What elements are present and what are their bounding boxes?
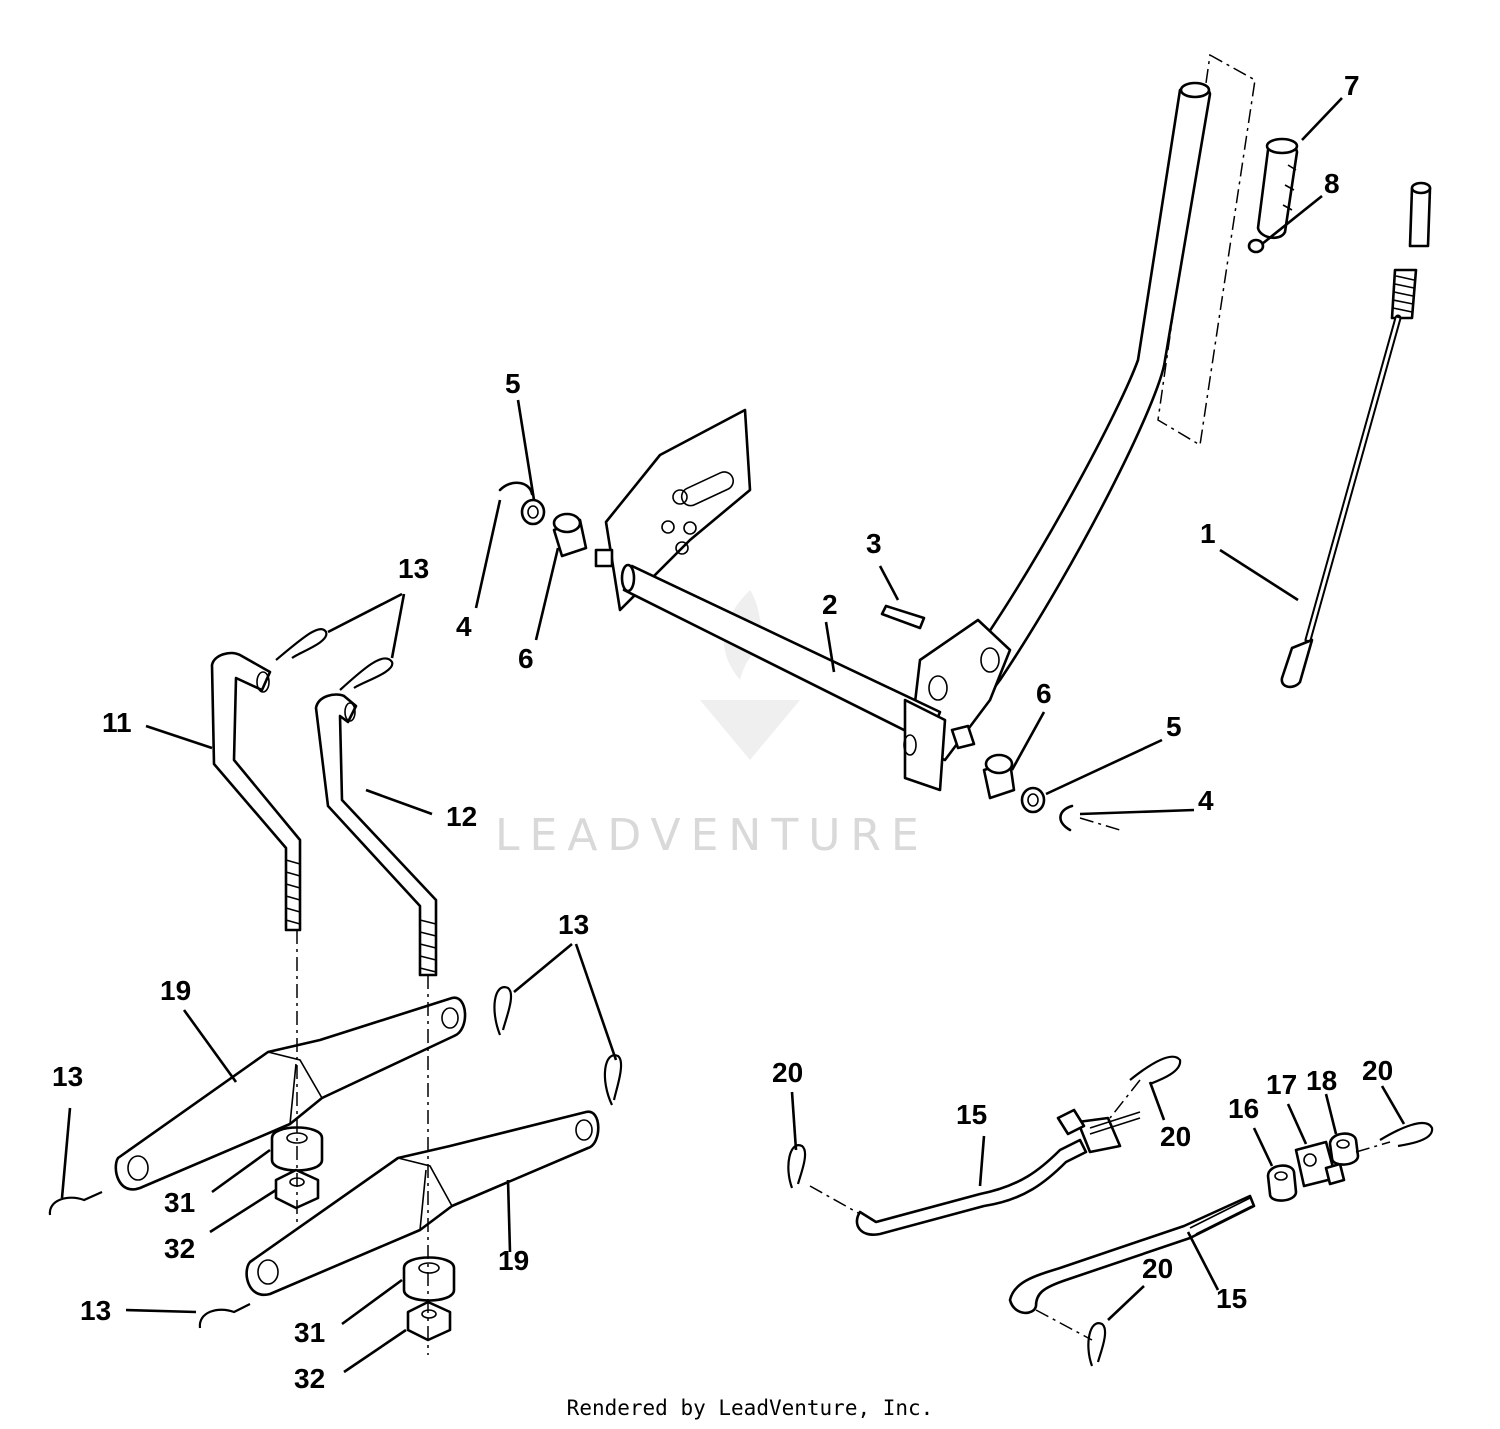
dash-axis-rod-upper-end [1109,1079,1141,1119]
part-cable-1 [1280,181,1432,689]
dash-axis-right [1079,817,1121,831]
callout-4-right: 4 [1198,785,1214,816]
callout-19-lower: 19 [498,1245,529,1276]
callout-8: 8 [1324,168,1340,199]
callout-3: 3 [866,528,882,559]
part-hairpins-20 [787,1055,1434,1367]
callout-17: 17 [1266,1069,1297,1100]
dash-axis-rod-lower-end [1355,1141,1391,1153]
callout-32-lower: 32 [294,1363,325,1394]
part-lift-link-12 [314,693,438,977]
callout-13-top: 13 [398,553,429,584]
watermark-text: LEADVENTURE [495,810,929,861]
part-nut-16 [1266,1164,1298,1202]
callout-20-upper: 20 [1160,1121,1191,1152]
callout-12: 12 [446,801,477,832]
callout-7: 7 [1344,70,1360,101]
part-nut-32-lower [406,1300,452,1342]
part-lift-arm-19-upper [114,996,467,1191]
part-spacer-31-lower [402,1256,456,1302]
part-shaft-2 [594,408,976,792]
part-block-17 [1294,1140,1346,1188]
part-lift-link-11 [210,651,302,932]
part-rod-15-upper [855,1108,1141,1236]
callout-32-upper: 32 [164,1233,195,1264]
callout-6-right: 6 [1036,678,1052,709]
part-ferrule-8 [1247,238,1265,254]
dash-axis-rod-lower [1035,1309,1093,1341]
callout-20-left: 20 [772,1057,803,1088]
callout-labels: 7 8 1 3 2 5 4 6 6 5 4 13 11 12 13 19 13 … [52,70,1393,1394]
callout-13-left: 13 [52,1061,83,1092]
callout-31-lower: 31 [294,1317,325,1348]
callout-13-mid: 13 [558,909,589,940]
leader-lines [60,97,1406,1374]
callout-6-left: 6 [518,643,534,674]
dashed-outline [1157,53,1256,447]
callout-4-left: 4 [456,611,472,642]
callout-11: 11 [102,707,132,738]
callout-2: 2 [822,589,838,620]
part-nut-18 [1328,1132,1360,1166]
part-rod-15-lower [1008,1194,1256,1315]
callout-20-right: 20 [1362,1055,1393,1086]
callout-5-right: 5 [1166,711,1182,742]
callout-15-lower: 15 [1216,1283,1247,1314]
callout-13-bottom: 13 [80,1295,111,1326]
part-lever-arm [906,81,1212,762]
callout-1: 1 [1200,518,1216,549]
dash-axis-rod-upper [809,1185,861,1215]
part-grip-7 [1256,137,1299,240]
footer-credit: Rendered by LeadVenture, Inc. [566,1396,934,1420]
callout-19-upper: 19 [160,975,191,1006]
callout-18: 18 [1306,1065,1337,1096]
callout-31-upper: 31 [164,1187,195,1218]
callout-20-lower: 20 [1142,1253,1173,1284]
part-lift-arm-19-lower [245,1110,600,1297]
callout-16: 16 [1228,1093,1259,1124]
callout-5-left: 5 [505,368,521,399]
part-pin-3 [880,604,926,630]
part-retainers-left [498,481,588,558]
callout-15-upper: 15 [956,1099,987,1130]
part-hairpin-clips [48,628,623,1329]
part-retainers-right [982,753,1074,832]
